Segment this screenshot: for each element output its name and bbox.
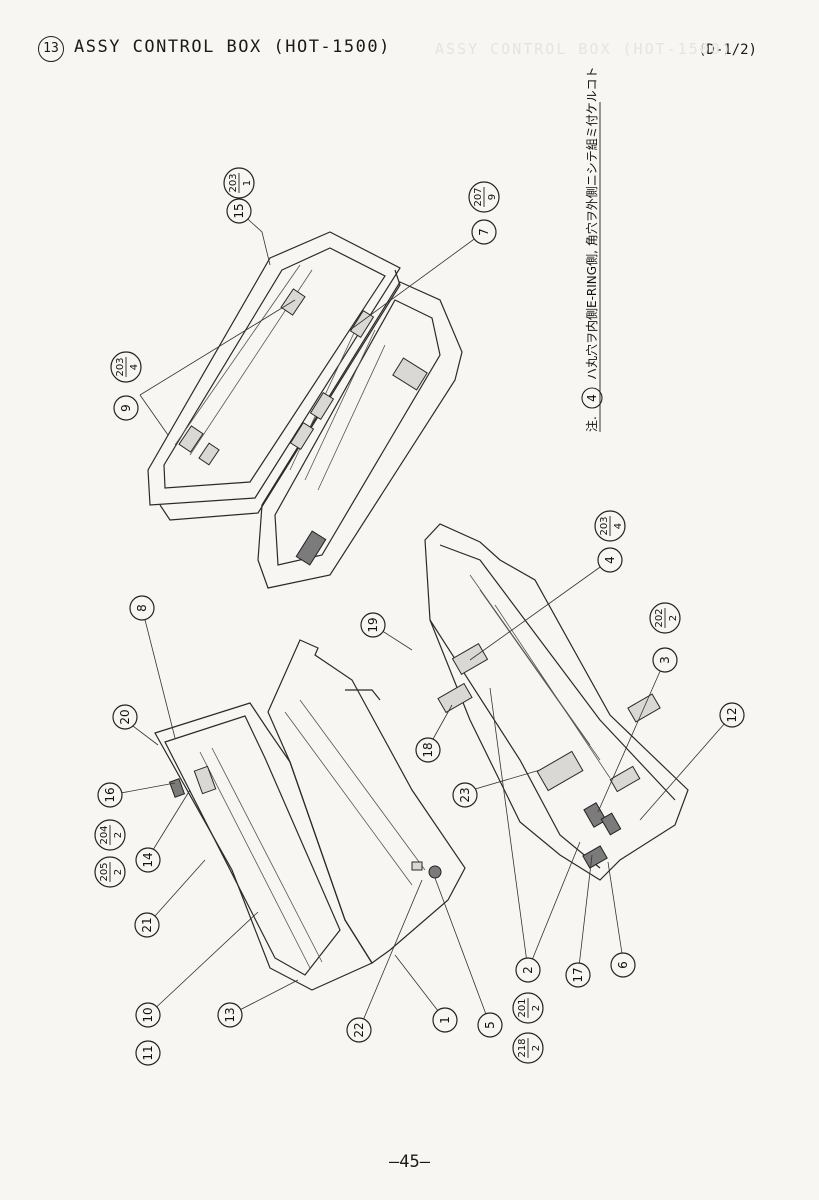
callout-16: 16 xyxy=(97,782,123,808)
fraction-callout-205-2: 205 2 xyxy=(94,856,126,888)
svg-text:7: 7 xyxy=(477,228,491,236)
callout-10: 10 xyxy=(135,1002,161,1028)
fraction-callout-207-9: 207 9 xyxy=(468,181,500,213)
svg-text:2: 2 xyxy=(521,966,535,974)
fraction-callout-204-2: 204 2 xyxy=(94,819,126,851)
callout-4: 4 xyxy=(597,547,623,573)
svg-text:204: 204 xyxy=(99,825,110,844)
callout-5: 5 xyxy=(477,1012,503,1038)
upper-lid-part xyxy=(147,231,401,521)
svg-text:201: 201 xyxy=(517,998,528,1017)
assembly-note: 注. 4 ハ丸穴ヲ内側E-RING側, 角穴ヲ外側ニシテ組ミ付ケルコト xyxy=(581,67,603,432)
callout-2: 2 xyxy=(515,957,541,983)
svg-text:23: 23 xyxy=(458,787,472,802)
note-ref-number: 4 xyxy=(585,394,599,402)
svg-text:205: 205 xyxy=(99,862,110,881)
page-header: 13 ASSY CONTROL BOX (HOT-1500) xyxy=(38,36,391,62)
bleed-through-text: ASSY CONTROL BOX (HOT-1500) xyxy=(435,40,733,58)
svg-text:2: 2 xyxy=(531,1005,542,1011)
svg-text:203: 203 xyxy=(228,173,239,192)
svg-text:17: 17 xyxy=(571,967,585,982)
svg-text:2: 2 xyxy=(113,832,124,838)
fraction-callout-202-2: 202 2 xyxy=(649,602,681,634)
svg-text:218: 218 xyxy=(517,1038,528,1057)
callout-20: 20 xyxy=(112,704,138,730)
callout-23: 23 xyxy=(452,782,478,808)
svg-text:16: 16 xyxy=(103,787,117,802)
svg-text:4: 4 xyxy=(613,523,624,529)
svg-text:3: 3 xyxy=(658,656,672,664)
fraction-callout-203-4-lower: 203 4 xyxy=(594,510,626,542)
svg-text:203: 203 xyxy=(115,357,126,376)
svg-text:21: 21 xyxy=(140,917,154,932)
chassis-part xyxy=(424,523,689,881)
fraction-callout-203-1: 203 1 xyxy=(223,167,255,199)
svg-text:6: 6 xyxy=(616,961,630,969)
callout-22: 22 xyxy=(346,1017,372,1043)
sheet-reference: (D-1/2) xyxy=(697,42,757,58)
svg-text:2: 2 xyxy=(531,1045,542,1051)
fraction-callout-203-4-upper: 203 4 xyxy=(110,351,142,383)
fraction-callout-218-2: 218 2 xyxy=(512,1032,544,1064)
note-text: ハ丸穴ヲ内側E-RING側, 角穴ヲ外側ニシテ組ミ付ケルコト xyxy=(584,67,599,380)
svg-text:4: 4 xyxy=(129,364,140,370)
fraction-callout-201-2: 201 2 xyxy=(512,992,544,1024)
svg-text:203: 203 xyxy=(599,516,610,535)
svg-text:207: 207 xyxy=(473,187,484,206)
svg-text:1: 1 xyxy=(242,180,253,186)
svg-text:22: 22 xyxy=(352,1022,366,1037)
svg-text:1: 1 xyxy=(438,1016,452,1024)
page-number: —45— xyxy=(389,1152,430,1172)
svg-text:8: 8 xyxy=(135,604,149,612)
side-panel-part xyxy=(267,639,466,964)
callout-12: 12 xyxy=(719,702,745,728)
svg-text:5: 5 xyxy=(483,1021,497,1029)
leader-lines xyxy=(109,210,733,1031)
callout-13: 13 xyxy=(217,1002,243,1028)
section-number: 13 xyxy=(38,36,64,62)
callout-1: 1 xyxy=(432,1007,458,1033)
svg-text:11: 11 xyxy=(141,1045,155,1060)
svg-text:202: 202 xyxy=(654,608,665,627)
callout-11: 11 xyxy=(135,1040,161,1066)
svg-text:19: 19 xyxy=(366,617,380,632)
callout-17: 17 xyxy=(565,962,591,988)
callout-3: 3 xyxy=(652,647,678,673)
svg-text:2: 2 xyxy=(113,869,124,875)
callout-8: 8 xyxy=(129,595,155,621)
callout-7: 7 xyxy=(471,219,497,245)
callout-15: 15 xyxy=(226,198,252,224)
svg-text:15: 15 xyxy=(232,203,246,218)
svg-text:18: 18 xyxy=(421,742,435,757)
callout-6: 6 xyxy=(610,952,636,978)
page-title: ASSY CONTROL BOX (HOT-1500) xyxy=(74,37,391,57)
callout-9: 9 xyxy=(113,395,139,421)
svg-text:9: 9 xyxy=(119,404,133,412)
svg-text:13: 13 xyxy=(223,1007,237,1022)
lower-base-part xyxy=(257,281,463,589)
svg-text:10: 10 xyxy=(141,1007,155,1022)
svg-text:2: 2 xyxy=(668,615,679,621)
front-cover-part xyxy=(154,702,373,991)
callout-19: 19 xyxy=(360,612,386,638)
callout-18: 18 xyxy=(415,737,441,763)
note-prefix: 注. xyxy=(584,416,599,432)
callout-21: 21 xyxy=(134,912,160,938)
svg-text:20: 20 xyxy=(118,709,132,724)
callout-14: 14 xyxy=(135,847,161,873)
svg-text:12: 12 xyxy=(725,707,739,722)
svg-text:4: 4 xyxy=(603,556,617,564)
svg-text:9: 9 xyxy=(487,194,498,200)
svg-text:14: 14 xyxy=(141,852,155,867)
